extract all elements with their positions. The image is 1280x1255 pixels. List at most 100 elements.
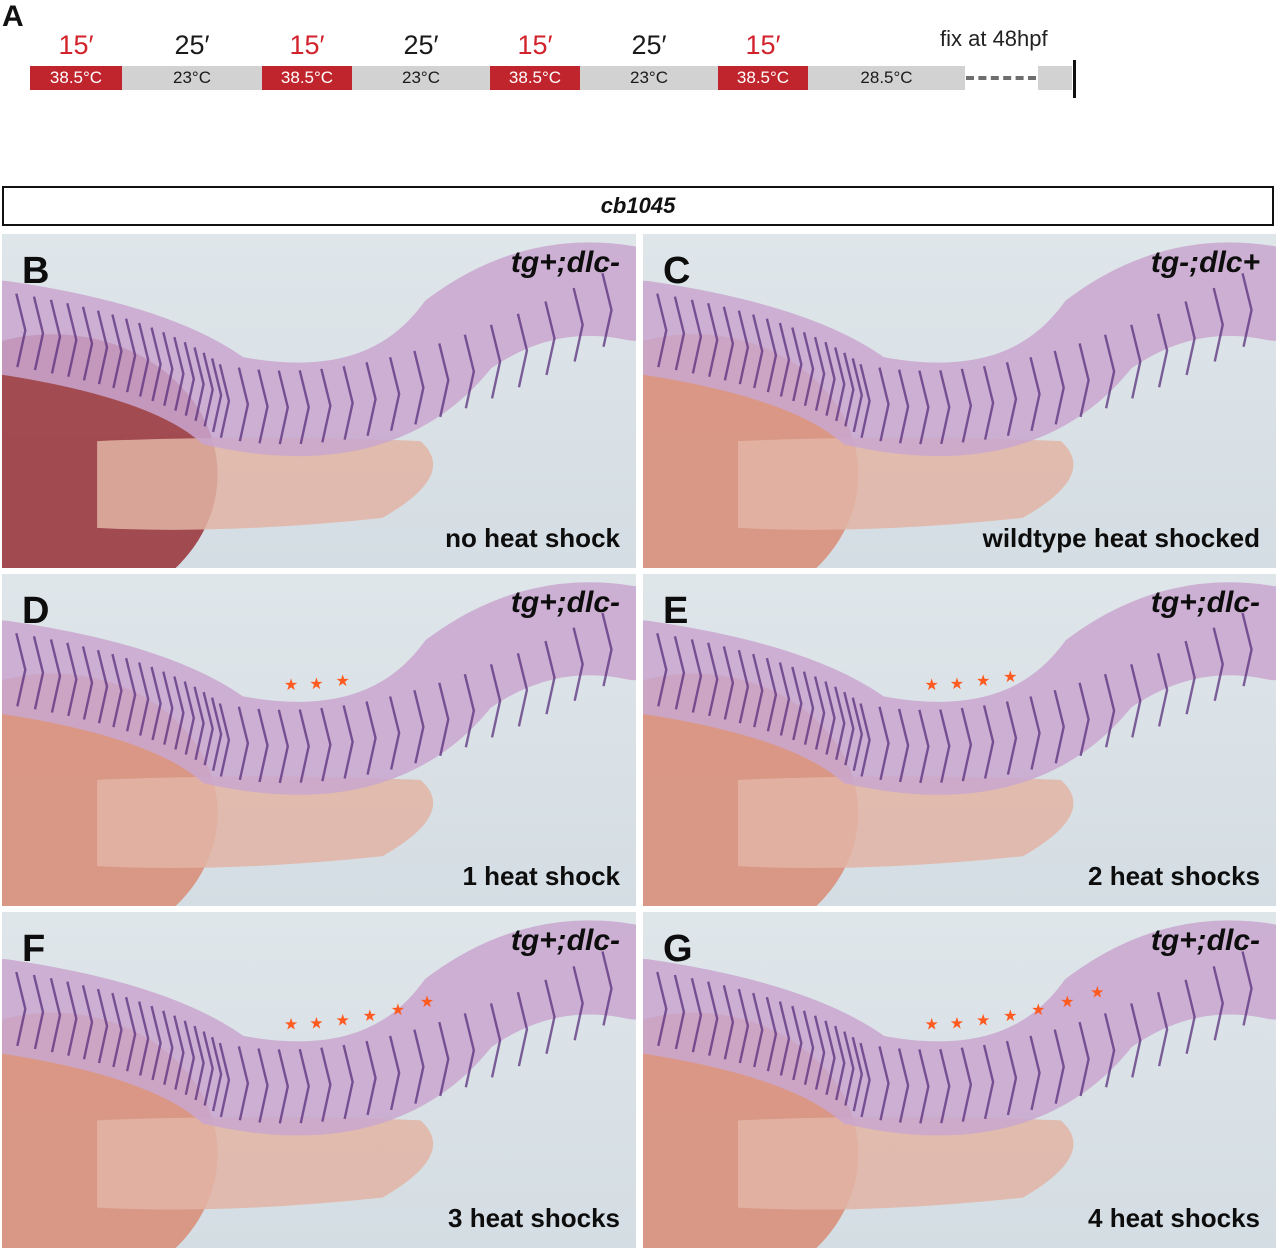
- somite-stripe: [843, 691, 855, 766]
- somite-stripe: [791, 327, 803, 402]
- panel-letter: D: [22, 590, 50, 632]
- timeline-end-tick: [1073, 60, 1076, 98]
- defect-star: ★: [309, 674, 323, 693]
- somite-stripe: [939, 709, 951, 783]
- somite-stripe: [365, 1040, 377, 1116]
- segment-duration-2: 25′: [174, 30, 210, 60]
- somite-stripe: [859, 363, 871, 438]
- micrograph-panel-g: ★★★★★★★ G tg+;dlc- 4 heat shocks: [643, 912, 1276, 1248]
- somite-stripe: [463, 673, 476, 748]
- defect-star: ★: [1003, 1006, 1017, 1025]
- somite-stripe: [210, 358, 223, 433]
- genotype-label: tg-;dlc+: [1150, 246, 1260, 279]
- somite-stripe: [218, 1042, 231, 1118]
- somite-stripe: [96, 988, 109, 1064]
- panel-letter: F: [22, 928, 46, 970]
- somite-stripe: [202, 691, 214, 766]
- yolk-extension: [737, 1116, 1074, 1210]
- somite-stripe: [277, 370, 290, 445]
- somite-stripe: [66, 981, 78, 1056]
- somite-stripe: [960, 1047, 973, 1122]
- somite-stripe: [15, 632, 27, 707]
- somite-stripe: [572, 287, 584, 362]
- defect-star: ★: [924, 1014, 938, 1033]
- somite-stripe: [673, 974, 686, 1050]
- somite-stripe: [707, 302, 719, 377]
- segment-duration-5: 15′: [517, 30, 553, 60]
- somite-stripe: [737, 310, 750, 385]
- somite-stripe: [15, 971, 27, 1047]
- somite-stripe: [859, 1042, 871, 1118]
- defect-star: ★: [284, 1014, 298, 1033]
- somite-stripe: [438, 1021, 450, 1097]
- somite-stripe: [824, 681, 836, 755]
- somite-stripe: [1103, 334, 1116, 409]
- micrograph-panel-b: B tg+;dlc- no heat shock: [2, 234, 636, 568]
- embryo-illustration: ★★★★: [643, 582, 1276, 906]
- somite-stripe: [49, 299, 62, 374]
- somite-stripe: [388, 696, 401, 770]
- somite-stripe: [320, 707, 332, 782]
- somite-stripe: [960, 707, 973, 782]
- defect-star: ★: [950, 674, 964, 693]
- trunk: [643, 242, 1276, 457]
- somite-stripe: [218, 703, 231, 777]
- defect-star: ★: [976, 671, 990, 690]
- somite-stripe: [298, 709, 310, 783]
- somite-stripe: [342, 1044, 354, 1120]
- somite-stripe: [1078, 343, 1090, 418]
- somite-stripe: [413, 1029, 425, 1104]
- segment-temp-2: 23°C: [173, 68, 211, 87]
- somite-stripe: [237, 1046, 250, 1121]
- somite-stripe: [843, 1031, 855, 1106]
- somite-stripe: [572, 627, 584, 701]
- somite-stripe: [1005, 362, 1018, 437]
- somite-stripe: [96, 649, 109, 724]
- micrograph-panel-c: C tg-;dlc+ wildtype heat shocked: [643, 234, 1276, 568]
- somite-stripe: [516, 653, 529, 727]
- somite-stripe: [1029, 1035, 1041, 1111]
- somite-stripe: [150, 1005, 162, 1081]
- somite-stripe: [1103, 1013, 1116, 1088]
- somite-stripe: [237, 367, 250, 442]
- segment-temp-5: 38.5°C: [490, 66, 580, 90]
- timeline-dashed-gap: [966, 76, 1036, 80]
- defect-star: ★: [336, 1011, 350, 1030]
- segment-temp-1: 38.5°C: [30, 66, 122, 90]
- defect-star: ★: [950, 1013, 964, 1032]
- somite-stripe: [544, 301, 556, 376]
- somite-stripe: [1130, 664, 1142, 738]
- yolk-extension: [97, 437, 434, 530]
- somite-stripe: [202, 352, 214, 427]
- segment-duration-3: 15′: [289, 30, 325, 60]
- yolk-extension: [97, 1116, 434, 1210]
- somite-stripe: [365, 701, 377, 775]
- somite-stripe: [737, 988, 750, 1064]
- somite-stripe: [298, 370, 310, 445]
- somite-stripe: [183, 1020, 196, 1095]
- heat-shock-timeline: A 38.5°C 23°C 38.5°C 23°C 38.5°C 23°C 38…: [0, 0, 1280, 110]
- somite-stripe: [813, 676, 826, 750]
- condition-label: 4 heat shocks: [1088, 1203, 1260, 1233]
- condition-label: no heat shock: [445, 523, 620, 553]
- trunk: [2, 242, 636, 457]
- somite-stripe: [918, 370, 930, 445]
- somite-stripe: [342, 365, 354, 440]
- somite-stripe: [388, 1035, 401, 1111]
- segment-duration-4: 25′: [403, 30, 439, 60]
- somite-stripe: [656, 632, 668, 707]
- somite-stripe: [1241, 272, 1253, 348]
- segment-temp-7: 38.5°C: [718, 66, 808, 90]
- somite-stripe: [489, 324, 502, 399]
- somite-stripe: [897, 1048, 910, 1123]
- somite-stripe: [752, 314, 764, 389]
- somite-stripe: [277, 709, 290, 784]
- somite-stripe: [765, 657, 778, 732]
- somite-stripe: [656, 971, 668, 1047]
- defect-star: ★: [1090, 982, 1104, 1001]
- somite-stripe: [1156, 991, 1169, 1067]
- panel-letter-a: A: [2, 0, 24, 33]
- somite-stripe: [138, 662, 150, 736]
- somite-stripe: [544, 640, 556, 715]
- somite-stripe: [413, 689, 425, 764]
